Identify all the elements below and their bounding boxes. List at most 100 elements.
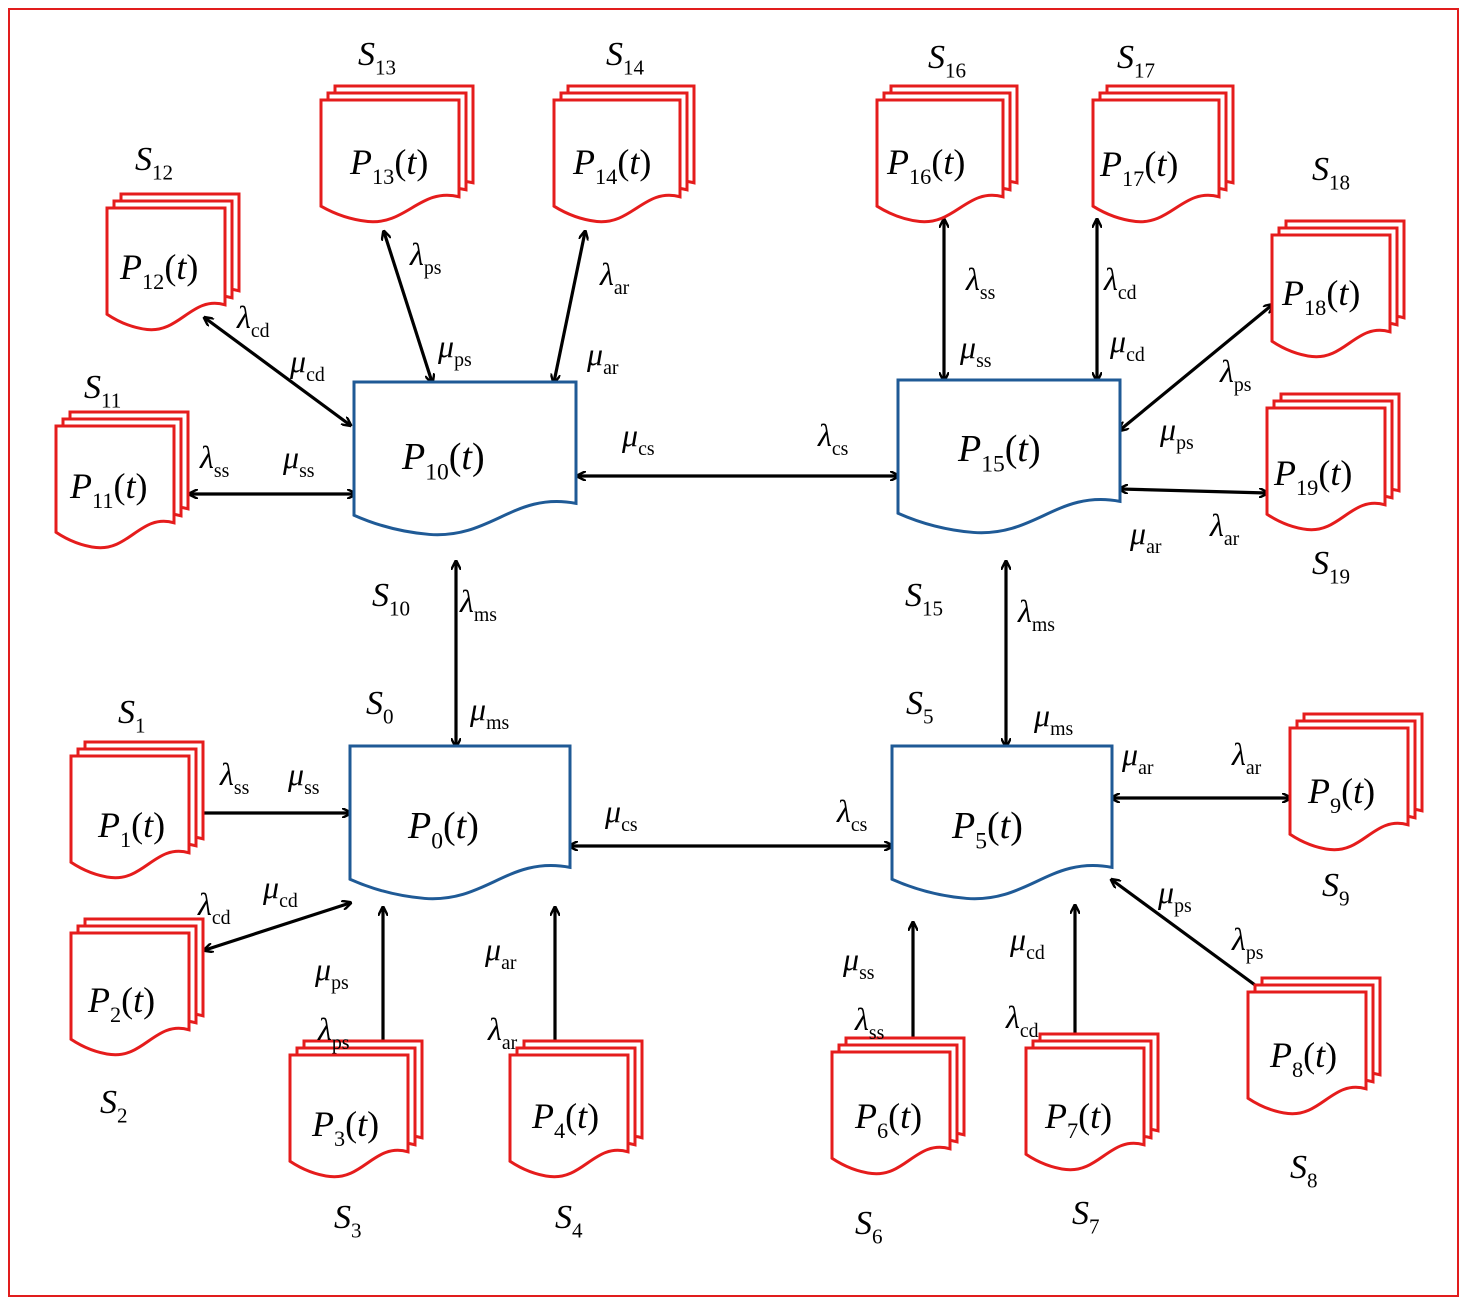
mu-rate-label: μcd bbox=[1109, 323, 1145, 366]
stacked-document-shape bbox=[1091, 98, 1221, 224]
lambda-rate-label: λar bbox=[599, 256, 630, 299]
probability-label: P8(t) bbox=[1269, 1035, 1337, 1082]
state-label: S4 bbox=[555, 1199, 583, 1243]
state-label: S0 bbox=[366, 685, 394, 729]
sub-state-n17: P17(t)S17 bbox=[1091, 39, 1235, 224]
mu-rate-label: μps bbox=[1159, 411, 1194, 454]
sub-state-n13: P13(t) S13 bbox=[319, 36, 475, 224]
main-document-shape bbox=[348, 744, 572, 901]
mu-rate-label: μcd bbox=[1009, 921, 1045, 964]
mu-rate-label: μms bbox=[469, 691, 509, 734]
lambda-rate-label: λar bbox=[1231, 736, 1262, 779]
stacked-document-shape bbox=[288, 1053, 410, 1179]
sub-state-n9: P9(t) S9 bbox=[1288, 712, 1424, 911]
stacked-document-shape bbox=[875, 98, 1005, 224]
lambda-rate-label: λss bbox=[199, 439, 229, 482]
probability-label: P14(t) bbox=[572, 142, 651, 189]
outer-frame bbox=[8, 8, 1459, 1297]
mu-rate-label: μcd bbox=[289, 343, 325, 386]
probability-label: P19(t) bbox=[1273, 453, 1352, 500]
stacked-document-shape bbox=[552, 98, 682, 224]
state-label: S1 bbox=[118, 694, 146, 738]
mu-rate-label: μcd bbox=[262, 869, 298, 912]
mu-rate-label: μcs bbox=[621, 417, 655, 460]
sub-state-n11: P11(t)S11 bbox=[54, 369, 190, 550]
probability-label: P11(t) bbox=[69, 466, 148, 513]
sub-state-n6: P6(t)S6 bbox=[830, 1036, 966, 1249]
state-label: S16 bbox=[928, 39, 966, 83]
lambda-rate-label: λms bbox=[459, 583, 497, 626]
stacked-document-shape bbox=[830, 1050, 952, 1176]
arrow-n15-n18 bbox=[1120, 305, 1272, 430]
lambda-rate-label: λps bbox=[317, 1011, 350, 1054]
lambda-rate-label: λss bbox=[965, 261, 995, 304]
mu-rate-label: μss bbox=[282, 439, 315, 482]
state-label: S2 bbox=[100, 1084, 128, 1128]
state-label: S18 bbox=[1312, 151, 1350, 195]
probability-label: P16(t) bbox=[886, 142, 965, 189]
state-label: S9 bbox=[1322, 867, 1350, 911]
main-state-n0: P0(t) S0 bbox=[348, 685, 572, 901]
state-label: S7 bbox=[1072, 1195, 1100, 1239]
lambda-rate-label: λcd bbox=[1005, 999, 1039, 1042]
state-label: S19 bbox=[1312, 545, 1350, 589]
state-label: S15 bbox=[905, 577, 943, 621]
mu-rate-label: μms bbox=[1033, 697, 1073, 740]
stacked-document-shape bbox=[105, 206, 227, 332]
lambda-rate-label: λar bbox=[1209, 507, 1240, 550]
mu-rate-label: μps bbox=[314, 951, 349, 994]
mu-rate-label: μcs bbox=[604, 793, 638, 836]
sub-state-n18: P18(t) S18 bbox=[1270, 151, 1406, 359]
sub-state-n16: P16(t) S16 bbox=[875, 39, 1019, 224]
mu-rate-label: μar bbox=[1121, 736, 1154, 779]
probability-label: P5(t) bbox=[951, 805, 1023, 855]
lambda-rate-label: λcd bbox=[197, 886, 231, 929]
arrow-n10-n13 bbox=[384, 232, 432, 382]
arrow-n10-n12 bbox=[205, 318, 350, 425]
main-document-shape bbox=[890, 744, 1114, 901]
state-label: S13 bbox=[358, 36, 396, 80]
mu-rate-label: μss bbox=[959, 329, 992, 372]
probability-label: P9(t) bbox=[1307, 771, 1375, 818]
probability-label: P18(t) bbox=[1281, 273, 1360, 320]
sub-state-n1: P1(t) S1 bbox=[69, 694, 205, 880]
probability-label: P1(t) bbox=[97, 805, 165, 852]
sub-state-n8: P8(t)S8 bbox=[1246, 976, 1382, 1193]
probability-label: P17(t) bbox=[1099, 144, 1178, 191]
lambda-rate-label: λps bbox=[1219, 353, 1252, 396]
state-label: S12 bbox=[135, 141, 173, 185]
state-label: S10 bbox=[372, 577, 410, 621]
sub-state-n19: P19(t) S19 bbox=[1265, 392, 1401, 589]
stacked-document-shape bbox=[69, 754, 191, 880]
sub-state-n7: P7(t)S7 bbox=[1024, 1032, 1160, 1239]
sub-state-n3: P3(t)S3 bbox=[288, 1039, 424, 1243]
mu-rate-label: μar bbox=[586, 336, 619, 379]
lambda-rate-label: λps bbox=[409, 236, 442, 279]
sub-state-n4: P4(t) S4 bbox=[508, 1039, 644, 1243]
arrow-n10-n14 bbox=[554, 232, 585, 382]
lambda-rate-label: λss bbox=[854, 1001, 884, 1044]
lambda-rate-label: λar bbox=[487, 1011, 518, 1054]
probability-label: P4(t) bbox=[531, 1096, 599, 1143]
probability-label: P0(t) bbox=[407, 805, 479, 855]
stacked-document-shape bbox=[1270, 233, 1392, 359]
lambda-rate-label: λcd bbox=[1103, 261, 1137, 304]
state-label: S14 bbox=[606, 36, 645, 80]
lambda-rate-label: λcs bbox=[817, 417, 848, 460]
main-document-shape bbox=[896, 378, 1122, 535]
sub-state-n12: P12(t)S12 bbox=[105, 141, 241, 332]
sub-state-n2: P2(t)S2 bbox=[69, 917, 205, 1128]
main-document-shape bbox=[352, 380, 578, 537]
stacked-document-shape bbox=[1024, 1046, 1146, 1172]
stacked-document-shape bbox=[1246, 990, 1368, 1116]
lambda-rate-label: λcd bbox=[236, 299, 270, 342]
probability-label: P13(t) bbox=[349, 142, 428, 189]
arrow-n5-n8 bbox=[1112, 880, 1270, 996]
main-state-n15: P15(t)S15 bbox=[896, 378, 1122, 621]
stacked-document-shape bbox=[508, 1053, 630, 1179]
stacked-document-shape bbox=[1265, 406, 1387, 532]
probability-label: P6(t) bbox=[854, 1096, 922, 1143]
mu-rate-label: μps bbox=[437, 328, 472, 371]
state-label: S3 bbox=[334, 1199, 362, 1243]
